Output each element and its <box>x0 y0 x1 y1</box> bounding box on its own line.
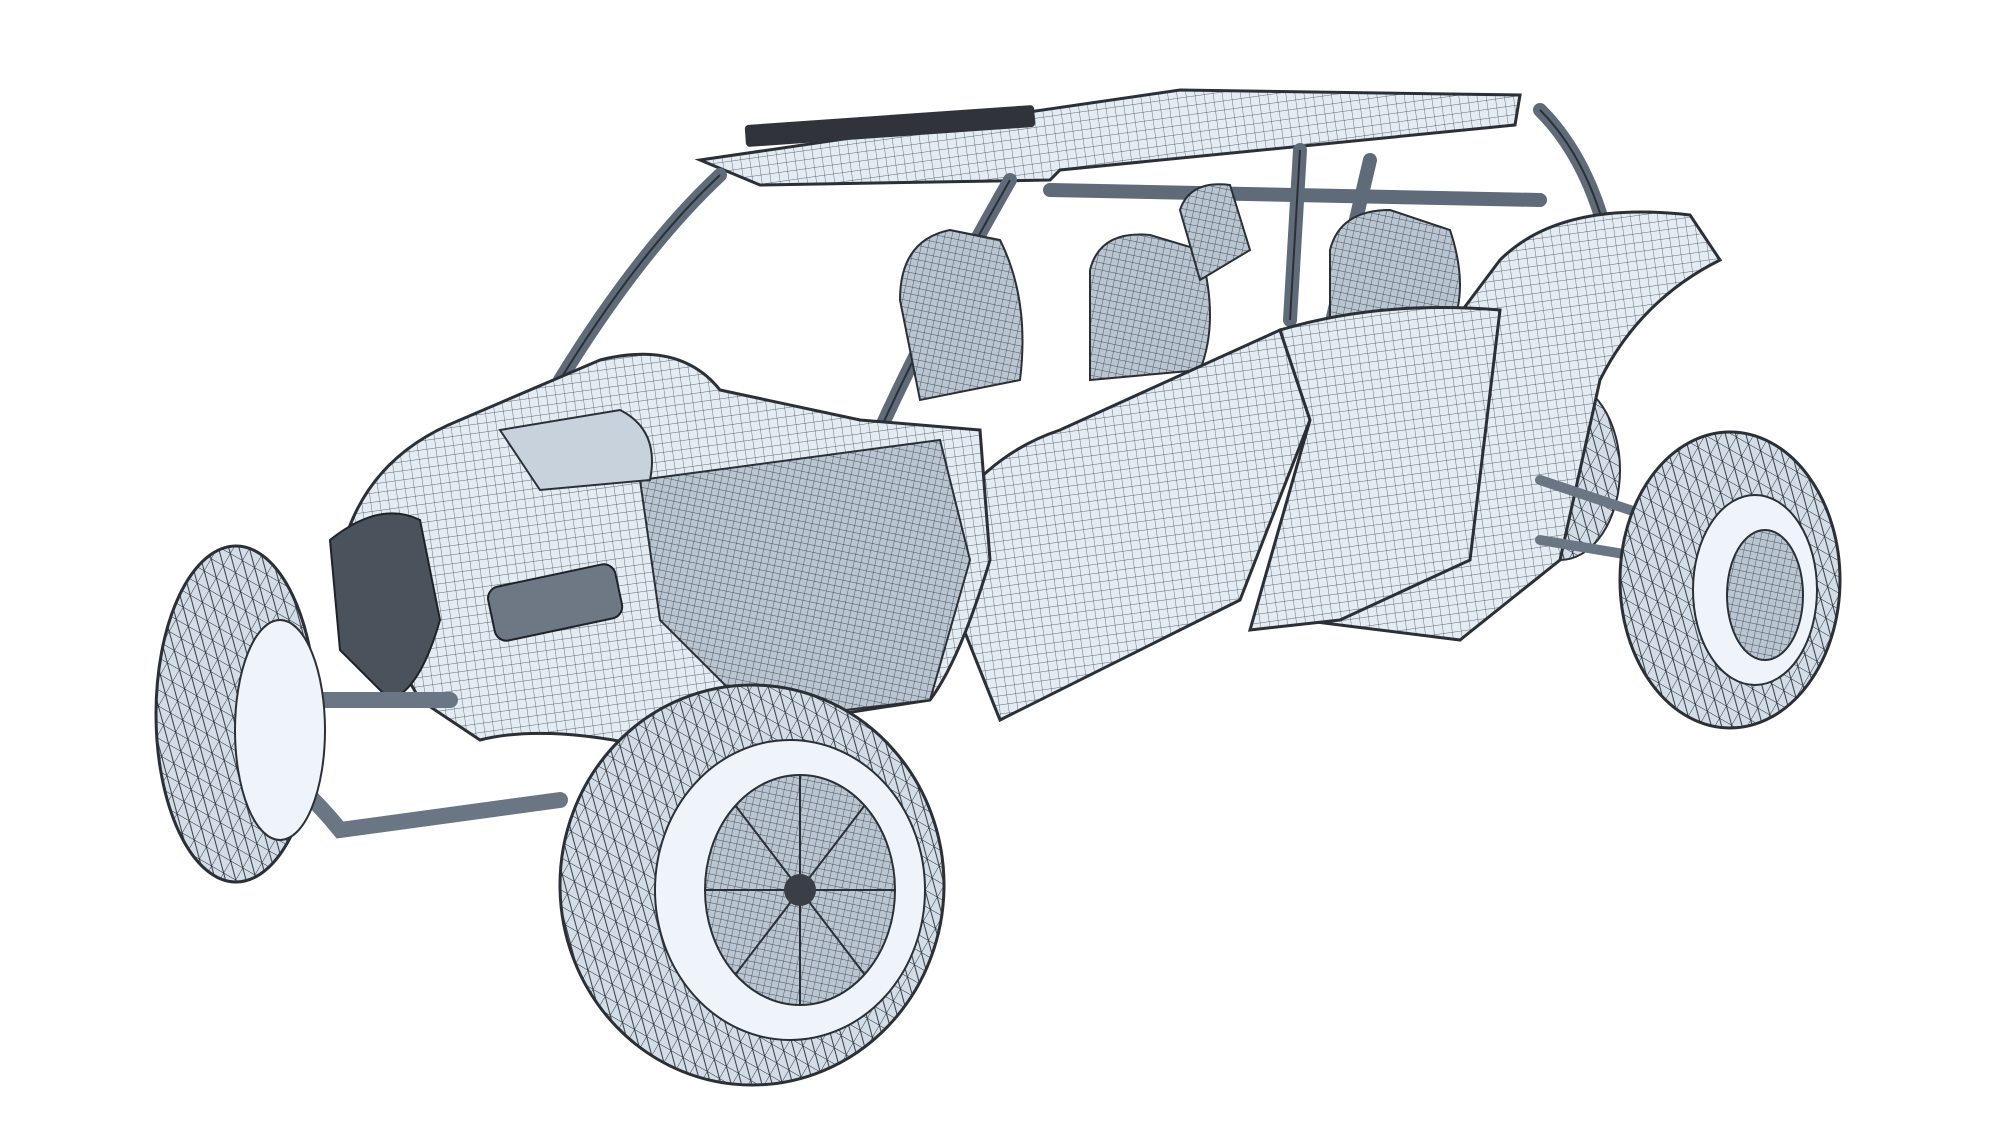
rear-wheel-right <box>1618 430 1842 730</box>
front-body <box>328 352 992 762</box>
side-doors <box>958 306 1502 723</box>
light-bar <box>744 105 1036 147</box>
rear-wheel-rim <box>1726 529 1804 661</box>
headlight <box>487 563 624 642</box>
roof-panel <box>694 88 1522 187</box>
hood-intake <box>498 408 653 492</box>
wheel-hub <box>784 874 816 906</box>
front-wheel-left <box>154 544 326 884</box>
front-wheel-right <box>558 683 946 1087</box>
